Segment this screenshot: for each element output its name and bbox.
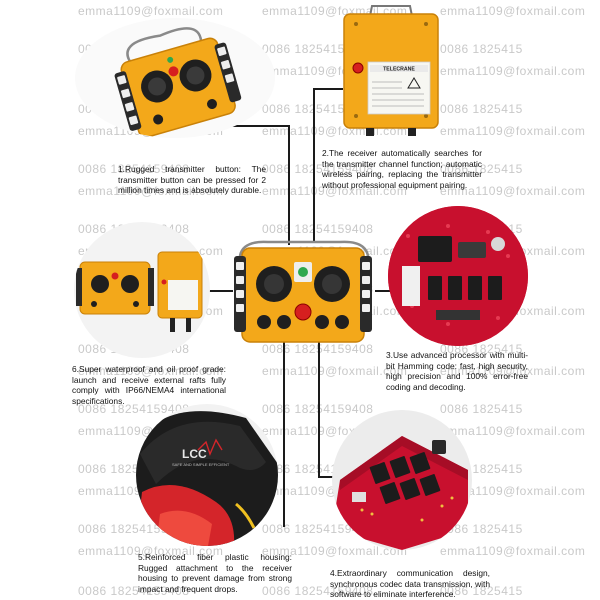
watermark-email: emma1109@foxmail.com — [440, 184, 586, 198]
watermark-email: emma1109@foxmail.com — [440, 64, 586, 78]
watermark-phone: 0086 18254159408 — [262, 342, 374, 356]
processor-board-illustration — [388, 206, 528, 346]
caption-reinforced-housing: 5.Reinforced fiber plastic housing: Rugg… — [138, 552, 292, 594]
watermark-phone: 0086 18254159408 — [262, 522, 374, 536]
watermark-email: emma1109@foxmail.com — [440, 364, 586, 378]
housing-illustration: LCC SAFE AND SIMPLE EFFICIENT — [136, 411, 278, 546]
central-transmitter-image — [228, 236, 378, 346]
caption-communication-design: 4.Extraordinary communication design, sy… — [330, 568, 490, 599]
lcc-tagline: SAFE AND SIMPLE EFFICIENT — [172, 462, 230, 467]
caption-rugged-button: 1.Rugged transmitter button: The transmi… — [118, 164, 266, 195]
watermark-email: emma1109@foxmail.com — [440, 4, 586, 18]
watermark-phone: 0086 1825415 — [440, 42, 523, 56]
lcc-logo-text: LCC — [182, 447, 207, 461]
watermark-phone: 0086 1825415 — [440, 402, 523, 416]
watermark-phone: 0086 18254159408 — [262, 584, 374, 598]
connector-line — [313, 88, 343, 90]
watermark-phone: 0086 18254159408 — [78, 584, 190, 598]
watermark-phone: 0086 1825415 — [440, 522, 523, 536]
watermark-email: emma1109@foxmail.com — [262, 364, 408, 378]
watermark-phone: 0086 18254159408 — [262, 402, 374, 416]
waterproof-image-circle — [74, 222, 210, 358]
connector-line — [283, 342, 285, 527]
watermark-phone: 0086 18254159408 — [262, 162, 374, 176]
watermark-phone: 0086 1825415 — [440, 102, 523, 116]
connector-line — [288, 125, 290, 245]
watermark-phone: 0086 18254159408 — [78, 402, 190, 416]
watermark-email: emma1109@foxmail.com — [440, 484, 586, 498]
processor-board-image-circle — [388, 206, 528, 346]
watermark-email: emma1109@foxmail.com — [262, 544, 408, 558]
watermark-email: emma1109@foxmail.com — [440, 124, 586, 138]
receiver-brand-label: TELECRANE — [383, 67, 415, 73]
communication-board-illustration — [332, 436, 468, 550]
communication-board-image-circle — [332, 410, 472, 550]
transmitter-illustration — [114, 27, 242, 138]
connector-line — [375, 290, 400, 292]
caption-advanced-processor: 3.Use advanced processor with multi-bit … — [386, 350, 528, 392]
waterproof-illustration — [76, 251, 203, 332]
watermark-phone: 0086 1825415 — [440, 584, 523, 598]
caption-waterproof: 6.Super waterproof and oil proof grade: … — [72, 364, 226, 406]
central-transmitter-illustration — [234, 240, 372, 343]
watermark-email: emma1109@foxmail.com — [78, 184, 224, 198]
connector-line — [318, 342, 320, 476]
housing-image-circle: LCC SAFE AND SIMPLE EFFICIENT — [136, 404, 278, 546]
watermark-phone: 0086 18254159408 — [78, 162, 190, 176]
watermark-email: emma1109@foxmail.com — [262, 184, 408, 198]
caption-auto-pairing: 2.The receiver automatically searches fo… — [322, 148, 482, 190]
receiver-illustration: TELECRANE — [343, 5, 439, 136]
watermark-email: emma1109@foxmail.com — [440, 424, 586, 438]
watermark-email: emma1109@foxmail.com — [440, 544, 586, 558]
connector-line — [313, 88, 315, 243]
watermark-email: emma1109@foxmail.com — [78, 364, 224, 378]
connector-line — [207, 290, 233, 292]
watermark-phone: 0086 18254159408 — [262, 222, 374, 236]
receiver-image: TELECRANE — [340, 4, 442, 138]
transmitter-image-circle — [75, 18, 275, 138]
watermark-email: emma1109@foxmail.com — [78, 544, 224, 558]
watermark-phone: 0086 1825415 — [440, 162, 523, 176]
watermark-email: emma1109@foxmail.com — [78, 4, 224, 18]
connector-line — [318, 476, 338, 478]
